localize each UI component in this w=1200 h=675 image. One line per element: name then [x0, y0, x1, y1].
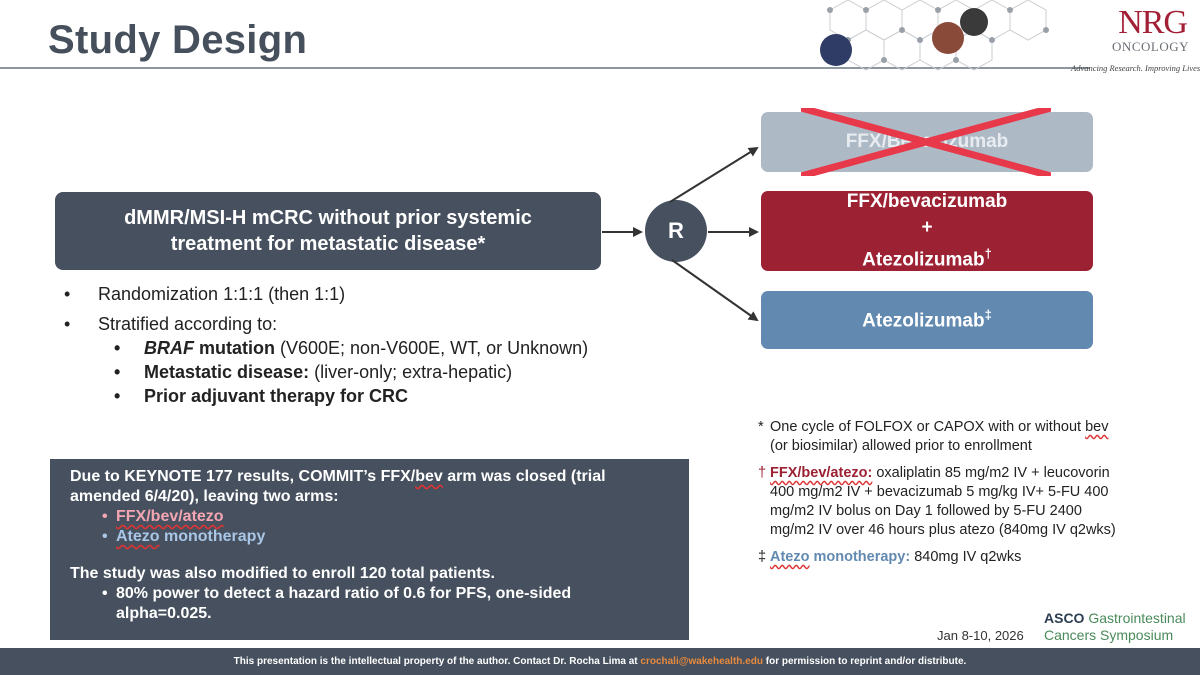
closure-enrollment: The study was also modified to enroll 12… — [70, 565, 495, 582]
copyright-footer: This presentation is the intellectual pr… — [0, 648, 1200, 675]
footer-pre: This presentation is the intellectual pr… — [233, 656, 638, 667]
closure-paragraph: Due to KEYNOTE 177 results, COMMIT’s FFX… — [70, 467, 669, 507]
note-dagger-label: FFX/bev/atezo: — [770, 465, 873, 481]
randomization-label: R — [668, 218, 684, 243]
closure-power: 80% power to detect a hazard ratio of 0.… — [70, 584, 669, 624]
note-asterisk-symbol: * — [758, 419, 764, 435]
closure-arm-ffx-bev-atezo: FFX/bev/atezo — [70, 507, 669, 527]
strat-braf-bold: mutation — [194, 338, 275, 358]
closure-arm2-atezo: Atezo — [116, 528, 160, 545]
arrow-r-to-arm1 — [669, 146, 759, 203]
population-text: dMMR/MSI-H mCRC without prior systemic t… — [124, 207, 532, 255]
arm-atezolizumab: Atezolizumab‡ — [761, 291, 1093, 349]
closed-cross-icon — [801, 108, 1051, 176]
arm2-mark: † — [984, 245, 992, 261]
design-bullets: Randomization 1:1:1 (then 1:1) Stratifie… — [64, 282, 588, 408]
bullet-randomization: Randomization 1:1:1 (then 1:1) — [64, 282, 588, 306]
strat-braf-gene: BRAF — [144, 338, 194, 358]
asco-name-1: Gastrointestinal — [1084, 610, 1186, 626]
arrow-r-to-arm3 — [671, 259, 759, 322]
closure-text-b: arm was closed (trial amended 6/4/20), l… — [70, 468, 606, 505]
meeting-date: Jan 8-10, 2026 — [937, 628, 1024, 643]
footnotes: * One cycle of FOLFOX or CAPOX with or w… — [758, 418, 1118, 575]
population-box: dMMR/MSI-H mCRC without prior systemic t… — [55, 192, 601, 270]
hex-image-blue — [820, 34, 852, 66]
note-double-dagger-atezo: Atezo — [770, 549, 810, 565]
footer-email-link[interactable]: crochali@wakehealth.edu — [640, 656, 763, 667]
strat-braf: BRAF mutation (V600E; non-V600E, WT, or … — [64, 336, 588, 360]
note-dagger: † FFX/bev/atezo: oxaliplatin 85 mg/m2 IV… — [758, 464, 1118, 540]
asco-gi-logo: ASCO Gastrointestinal Cancers Symposium — [1044, 610, 1186, 643]
strat-metastatic: Metastatic disease: (liver-only; extra-h… — [64, 360, 588, 384]
note-double-dagger-text: 840mg IV q2wks — [910, 549, 1022, 565]
logo-tagline: Advancing Research. Improving Lives.™ — [1071, 63, 1200, 73]
molecule-hex-decoration — [820, 0, 1049, 71]
arm-closed-ffx-bevacizumab: FFX/Bevacizumab — [761, 108, 1093, 176]
closure-arm-atezo-mono: Atezo monotherapy — [70, 527, 669, 547]
arm3-mark: ‡ — [984, 307, 992, 323]
logo-nrg: NRG — [1118, 4, 1188, 41]
footer-post: for permission to reprint and/or distrib… — [765, 656, 967, 667]
randomization-node: R — [645, 200, 707, 262]
note-asterisk-rest: (or biosimilar) allowed prior to enrollm… — [770, 438, 1032, 454]
arm2-line1: FFX/bevacizumab — [846, 190, 1008, 212]
strat-adjuvant-bold: Prior adjuvant therapy for CRC — [144, 386, 409, 406]
strat-metastatic-bold: Metastatic disease: — [144, 362, 310, 382]
note-asterisk: * One cycle of FOLFOX or CAPOX with or w… — [758, 418, 1118, 456]
strat-adjuvant: Prior adjuvant therapy for CRC — [64, 384, 588, 408]
logo-oncology: ONCOLOGY — [1112, 39, 1189, 54]
arm3-line: Atezolizumab‡ — [862, 307, 992, 332]
arm2-line3: Atezolizumab† — [862, 241, 992, 273]
note-asterisk-bev: bev — [1085, 419, 1109, 435]
strat-metastatic-rest: (liver-only; extra-hepatic) — [309, 362, 513, 382]
arm-ffx-bevacizumab-atezolizumab: FFX/bevacizumab + Atezolizumab† — [761, 191, 1093, 271]
hex-image-dark — [960, 8, 988, 36]
note-double-dagger-label: monotherapy: — [809, 549, 911, 565]
closure-spacer — [70, 547, 669, 564]
note-double-dagger-symbol: ‡ — [758, 549, 767, 565]
nrg-oncology-logo: NRG ONCOLOGY Advancing Research. Improvi… — [1071, 4, 1200, 74]
strat-braf-rest: (V600E; non-V600E, WT, or Unknown) — [275, 338, 589, 358]
arm2-line2: + — [921, 216, 933, 238]
logo-tagline-text: Advancing Research. Improving Lives. — [1071, 63, 1200, 73]
asco-wordmark: ASCO — [1044, 610, 1085, 626]
note-dagger-text: oxaliplatin 85 mg/m2 IV + leucovorin 400… — [770, 465, 1116, 538]
closure-text-a: Due to KEYNOTE 177 results, COMMIT’s FFX… — [70, 468, 416, 485]
closure-bev: bev — [415, 468, 443, 485]
note-dagger-symbol: † — [758, 465, 767, 481]
bullet-stratified: Stratified according to: — [64, 312, 588, 336]
note-asterisk-text: One cycle of FOLFOX or CAPOX with or wit… — [770, 419, 1082, 435]
hex-image-red — [932, 22, 964, 54]
title-divider — [0, 67, 1090, 69]
arm2-drug: Atezolizumab — [862, 249, 985, 271]
slide-title: Study Design — [48, 18, 308, 62]
closure-arm2-mono: monotherapy — [159, 528, 266, 545]
arm-closure-box: Due to KEYNOTE 177 results, COMMIT’s FFX… — [50, 459, 689, 640]
arm3-label: Atezolizumab — [862, 310, 985, 332]
asco-name-2: Cancers Symposium — [1044, 627, 1174, 643]
note-double-dagger: ‡ Atezo monotherapy: 840mg IV q2wks — [758, 548, 1118, 567]
